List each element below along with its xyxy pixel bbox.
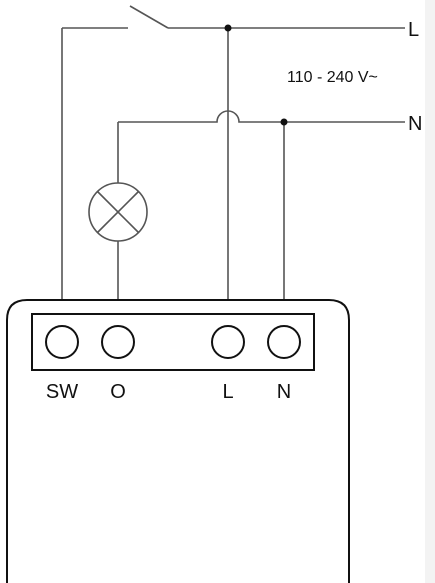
terminal-block xyxy=(31,313,315,371)
terminal-sw-label: SW xyxy=(46,381,78,403)
device-body xyxy=(6,299,350,583)
lamp-icon xyxy=(88,182,148,242)
neutral-junction-dot xyxy=(280,118,288,126)
terminal-n-screw xyxy=(267,325,301,359)
terminal-o-screw xyxy=(101,325,135,359)
voltage-label: 110 - 240 V~ xyxy=(287,69,378,86)
terminal-sw-screw xyxy=(45,325,79,359)
terminal-l-label: L xyxy=(222,381,233,403)
neutral-label: N xyxy=(408,113,422,135)
terminal-n-label: N xyxy=(277,381,291,403)
neutral-wire xyxy=(118,110,405,123)
terminal-l-screw xyxy=(211,325,245,359)
line-junction-dot xyxy=(224,24,232,32)
right-edge-strip xyxy=(425,0,435,583)
switch-icon xyxy=(62,5,169,29)
line-label: L xyxy=(408,19,419,41)
terminal-o-label: O xyxy=(110,381,126,403)
